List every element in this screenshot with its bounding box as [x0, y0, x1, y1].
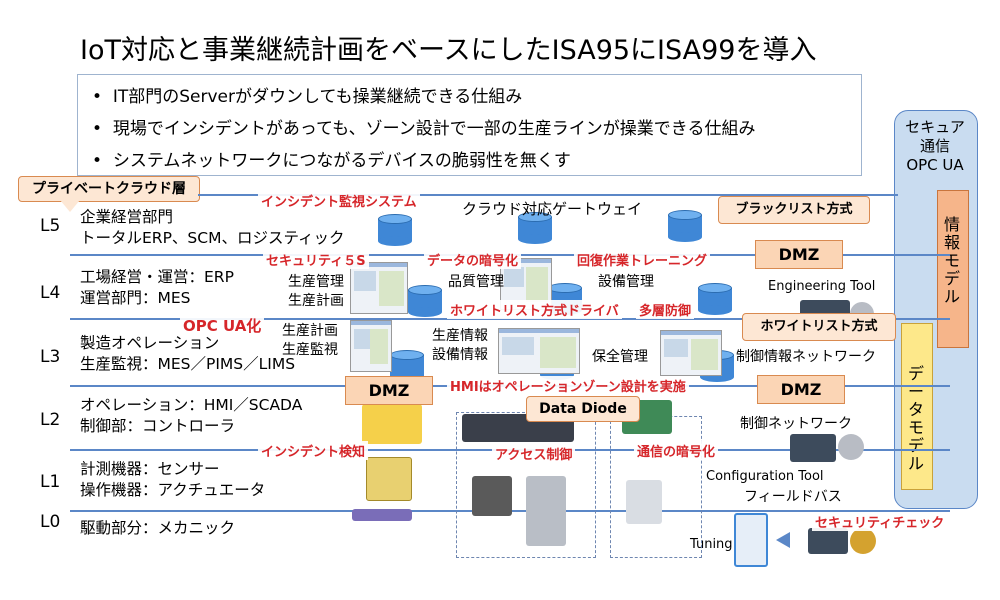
private-cloud-pointer	[60, 200, 80, 212]
database-icon	[378, 214, 412, 246]
level-desc: 製造オペレーション生産監視：MES／PIMS／LIMS	[80, 334, 296, 373]
bullet-item: • IT部門のServerがダウンしても操業継続できる仕組み	[92, 87, 523, 107]
configuration-tool-label: Configuration Tool	[706, 469, 824, 484]
secure-comm-label: セキュア 通信 OPC UA	[894, 118, 976, 175]
data-model-bar	[901, 323, 933, 490]
level-id: L5	[40, 216, 61, 236]
security5s-label: セキュリティ５S	[263, 250, 369, 269]
database-icon	[518, 212, 552, 244]
level-id: L3	[40, 347, 61, 367]
level-desc: 駆動部分：メカニック	[80, 519, 236, 537]
data-encrypt-label: データの暗号化	[424, 250, 522, 269]
disk-icon	[850, 528, 876, 554]
arrow-left-icon	[776, 532, 790, 548]
level-id: L1	[40, 472, 61, 492]
equipment-mgmt-label: 設備管理	[598, 274, 654, 290]
cloud-gateway-label: クラウド対応ゲートウェイ	[462, 200, 643, 218]
screen-thumbnail	[660, 330, 722, 376]
bullet-item: • 現場でインシデントがあっても、ゾーン設計で一部の生産ラインが操業できる仕組み	[92, 119, 756, 139]
control-info-network-label: 制御情報ネットワーク	[736, 349, 876, 365]
data-model-label: データモデル	[907, 364, 924, 473]
quality-mgmt-label: 品質管理	[448, 274, 504, 290]
pipe-image	[352, 509, 412, 521]
production-info-label: 生産情報	[432, 328, 488, 344]
engineering-tool-label: Engineering Tool	[768, 279, 876, 294]
incident-monitor-label: インシデント監視システム	[258, 191, 420, 210]
laptop-icon	[808, 528, 848, 554]
level-desc: 計測機器：センサー操作機器：アクチュエータ	[80, 460, 266, 499]
production-monitor-label: 生産監視	[282, 342, 338, 358]
comm-encrypt-label: 通信の暗号化	[634, 441, 719, 460]
access-control-label: アクセス制御	[492, 444, 576, 463]
recovery-training-label: 回復作業トレーニング	[574, 250, 711, 269]
whitelist-callout: ホワイトリスト方式	[742, 313, 896, 341]
bullets-box: • IT部門のServerがダウンしても操業継続できる仕組み • 現場でインシデ…	[77, 74, 862, 176]
screen-thumbnail	[350, 262, 408, 314]
secure-comm-line-1: セキュア	[905, 118, 965, 136]
secure-comm-line-3: OPC UA	[906, 156, 964, 174]
laptop-icon	[790, 434, 836, 462]
info-model-bar	[937, 190, 969, 348]
level-line-l4	[70, 318, 950, 320]
level-id: L0	[40, 512, 61, 532]
valve-image	[472, 476, 512, 516]
production-mgmt-label: 生産管理	[288, 274, 344, 290]
multilayer-defense-label: 多層防御	[636, 300, 695, 319]
screen-thumbnail	[350, 320, 392, 372]
production-plan-label: 生産計画	[288, 293, 344, 309]
control-network-label: 制御ネットワーク	[740, 416, 852, 432]
whitelist-driver-label: ホワイトリスト方式ドライバ	[447, 300, 622, 319]
equipment-info-label: 設備情報	[432, 347, 488, 363]
tuning-tool-icon	[734, 513, 768, 567]
level-line-cloud	[198, 194, 898, 196]
dmz-box: DMZ	[345, 376, 433, 405]
production-plan2-label: 生産計画	[282, 323, 338, 339]
database-icon	[698, 283, 732, 315]
secure-comm-line-2: 通信	[919, 137, 950, 155]
cabinet-image	[366, 457, 412, 501]
security-check-label: セキュリティチェック	[812, 512, 948, 531]
page-title: IoT対応と事業継続計画をベースにしたISA95にISA99を導入	[80, 35, 817, 66]
database-icon	[408, 285, 442, 317]
blacklist-callout: ブラックリスト方式	[718, 196, 870, 224]
info-model-label: 情報モデル	[943, 215, 960, 306]
level-desc: 企業経営部門トータルERP、SCM、ロジスティック	[80, 208, 345, 247]
bullet-item: • システムネットワークにつながるデバイスの脆弱性を無くす	[92, 151, 571, 171]
data-diode-callout: Data Diode	[526, 396, 640, 422]
disk-icon	[838, 434, 864, 460]
database-icon	[668, 210, 702, 242]
operator-image	[362, 404, 422, 444]
hmi-zone-label: HMIはオペレーションゾーン設計を実施	[447, 376, 689, 395]
robot-arm-image	[626, 480, 662, 524]
screen-thumbnail	[498, 328, 580, 374]
dmz-box: DMZ	[755, 240, 843, 269]
level-id: L4	[40, 283, 61, 303]
incident-detect-label: インシデント検知	[258, 441, 369, 460]
level-id: L2	[40, 410, 61, 430]
fieldbus-label: フィールドバス	[744, 489, 842, 505]
valve-image	[526, 476, 566, 546]
private-cloud-callout: プライベートクラウド層	[18, 176, 200, 202]
maintenance-mgmt-label: 保全管理	[592, 349, 648, 365]
opcua-label: OPC UA化	[180, 315, 265, 336]
dmz-box: DMZ	[757, 375, 845, 404]
